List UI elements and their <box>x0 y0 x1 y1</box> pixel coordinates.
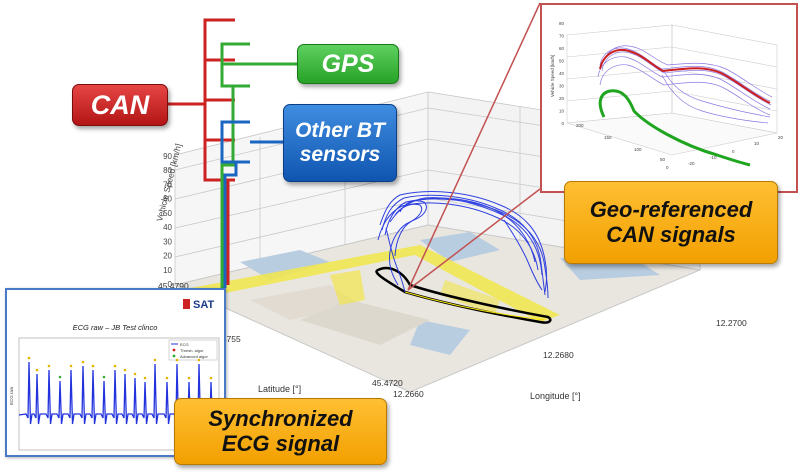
ecg-peak-marker <box>165 376 169 380</box>
geo-y-tick-label: 200 <box>576 123 584 128</box>
z-tick-label: 40 <box>163 223 172 232</box>
z-axis-ticks: 0 10 20 30 40 50 60 70 80 90 <box>163 152 172 289</box>
ecg-peak-marker <box>197 358 201 362</box>
ecg-peak-marker <box>187 376 191 380</box>
z-tick-label: 70 <box>163 180 172 189</box>
geo-z-tick-label: 10 <box>559 109 565 114</box>
geo-x-tick-label: 0 <box>732 149 735 154</box>
longitude-tick-label: 12.2680 <box>543 350 574 360</box>
ecg-peak-marker <box>91 364 95 368</box>
bracket-gps <box>220 42 297 288</box>
ecg-peak-marker <box>175 358 179 362</box>
geo-ground-track <box>598 89 751 167</box>
can-label: CAN <box>90 89 150 120</box>
other-bt-sensors-tag: Other BT sensors <box>283 104 397 182</box>
ecg-peak-marker <box>133 372 137 376</box>
other-bt-line2: sensors <box>299 143 381 166</box>
geo-z-tick-label: 30 <box>559 84 565 89</box>
geo-z-tick-label: 70 <box>559 34 565 39</box>
geo-chart: 0 10 20 30 40 50 60 70 80 Vehicle Speed [km/h] 2… <box>550 21 784 170</box>
geo-z-tick-label: 0 <box>561 121 564 126</box>
geo-x-tick-label: -10 <box>710 155 717 160</box>
longitude-tick-label: 12.2660 <box>393 389 424 399</box>
latitude-tick-label: 45.4720 <box>372 378 403 388</box>
geo-x-tick-label: 20 <box>778 135 784 140</box>
ecg-peak-marker <box>81 360 85 364</box>
geo-y-tick-label: 150 <box>604 135 612 140</box>
longitude-ticks: 12.2660 12.2680 12.2700 <box>393 318 747 399</box>
ecg-peak-marker <box>143 376 147 380</box>
geo-inset: 0 10 20 30 40 50 60 70 80 Vehicle Speed [km/h] 2… <box>540 3 798 193</box>
ecg-peak-marker <box>123 368 127 372</box>
geo-z-ticks: 0 10 20 30 40 50 60 70 80 <box>559 21 565 126</box>
geo-z-tick-label: 40 <box>559 71 565 76</box>
z-tick-label: 20 <box>163 252 172 261</box>
ecg-legend: ECG Thresh. algor Advanced algor <box>168 339 218 361</box>
bracket-can <box>166 18 235 285</box>
logo-mark <box>183 299 190 309</box>
geo-x-tick-label: 10 <box>754 141 760 146</box>
geo-referenced-tag: Geo-referenced CAN signals <box>564 181 778 264</box>
ecg-peak-marker <box>35 368 39 372</box>
synchronized-ecg-tag: Synchronized ECG signal <box>174 398 387 465</box>
speed-trajectories <box>377 191 549 299</box>
latitude-tick-label: 45.4790 <box>158 281 189 291</box>
geo-z-tick-label: 20 <box>559 96 565 101</box>
ecg-peak-marker <box>153 358 157 362</box>
gps-tag: GPS <box>297 44 399 84</box>
gps-label: GPS <box>321 50 375 78</box>
ecg-peak-marker <box>102 375 106 379</box>
ecg-peak-marker <box>69 364 73 368</box>
ecg-peak-marker <box>58 375 62 379</box>
geo-z-tick-label: 50 <box>559 59 565 64</box>
z-tick-label: 0 <box>168 280 173 289</box>
longitude-tick-label: 12.2700 <box>716 318 747 328</box>
geo-speed-bundle <box>597 45 773 124</box>
svg-text:Advanced algor: Advanced algor <box>180 354 208 359</box>
ecg-peak-marker <box>113 364 117 368</box>
z-tick-label: 60 <box>163 195 172 204</box>
geo-z-tick-label: 60 <box>559 46 565 51</box>
svg-text:ECG: ECG <box>180 342 189 347</box>
geo-x-tick-label: -20 <box>688 161 695 166</box>
ecg-line2: ECG signal <box>221 430 340 456</box>
other-bt-line1: Other BT <box>295 119 385 143</box>
ecg-peak-marker <box>209 376 213 380</box>
geo-z-label: Vehicle Speed [km/h] <box>550 55 555 97</box>
geo-x-ticks: -20 -10 0 10 20 <box>688 135 784 166</box>
latitude-label: Latitude [°] <box>258 384 301 394</box>
z-tick-label: 90 <box>163 152 172 161</box>
sat-logo: SAT <box>193 299 214 311</box>
geo-z-tick-label: 80 <box>559 21 565 26</box>
ecg-line1: Synchronized <box>208 405 353 431</box>
geo-line2: CAN signals <box>606 221 736 247</box>
longitude-label: Longitude [°] <box>530 391 581 401</box>
z-tick-label: 80 <box>163 166 172 175</box>
ecg-peak-marker <box>27 356 31 360</box>
ecg-peak-marker <box>47 364 51 368</box>
geo-y-ticks: 200 150 100 500 <box>576 123 669 170</box>
geo-y-tick-label: 0 <box>666 165 669 170</box>
ecg-peak-markers <box>27 356 213 380</box>
z-tick-label: 50 <box>163 209 172 218</box>
geo-y-tick-label: 100 <box>634 147 642 152</box>
geo-y-tick-label: 50 <box>660 157 666 162</box>
geo-mean-speed <box>599 49 771 104</box>
z-tick-label: 30 <box>163 237 172 246</box>
ecg-title: ECG raw – JB Test clinco <box>73 323 158 332</box>
z-tick-label: 10 <box>163 266 172 275</box>
svg-text:Thresh. algor: Thresh. algor <box>180 348 204 353</box>
ecg-ylabel: ECG raw <box>9 386 14 405</box>
can-tag: CAN <box>72 84 168 126</box>
geo-line1: Geo-referenced <box>589 196 753 222</box>
geo-connector <box>407 2 541 291</box>
bracket-bt <box>220 120 283 288</box>
ground-trajectory <box>375 266 552 324</box>
